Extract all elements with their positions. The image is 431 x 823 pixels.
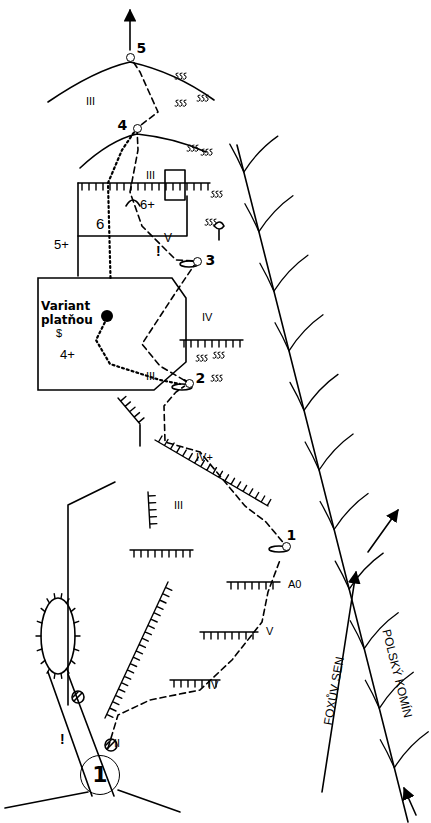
chimney-mark xyxy=(275,315,323,351)
grade-label: 6+ xyxy=(140,198,155,211)
route-line xyxy=(130,133,193,261)
grade-label: A0 xyxy=(288,579,301,590)
cliff-edge xyxy=(118,397,144,425)
chimney-mark xyxy=(245,196,293,232)
bolt-mark: $ xyxy=(56,328,62,339)
station-number: 2 xyxy=(196,370,206,386)
grass-mark xyxy=(205,219,216,225)
grade-label: II xyxy=(114,738,120,749)
chimney-mark xyxy=(380,732,428,768)
chimney-mark xyxy=(260,255,308,291)
cliff-edge xyxy=(78,183,210,190)
cliff-edge xyxy=(130,550,193,557)
grade-label: III xyxy=(146,170,155,181)
route-line xyxy=(164,386,282,541)
cliff-edge xyxy=(148,492,157,528)
chimney-mark xyxy=(290,374,338,410)
grade-label: IV xyxy=(202,312,212,323)
grade-label: 4+ xyxy=(60,348,75,361)
grass-mark xyxy=(175,100,186,106)
station-number: 1 xyxy=(92,762,107,787)
belay-station: 5 xyxy=(126,53,135,62)
cliff-edge xyxy=(227,582,280,589)
grass-mark xyxy=(201,149,212,155)
variant-polygon xyxy=(38,278,186,390)
cliff-edge xyxy=(180,340,243,347)
grade-label: IV+ xyxy=(196,452,213,463)
warning-mark: ! xyxy=(156,244,161,258)
grade-label: V xyxy=(266,626,273,637)
station-number: 5 xyxy=(137,40,147,56)
route-number-circle: 1 xyxy=(80,755,120,795)
belay-station: 3 xyxy=(193,257,202,266)
grade-label: 5+ xyxy=(54,238,69,251)
belay-station: 1 xyxy=(282,542,291,551)
grass-mark xyxy=(211,191,222,197)
route-line xyxy=(133,62,158,125)
chimney-mark xyxy=(305,434,353,470)
grass-mark xyxy=(213,352,224,358)
cliff-edge xyxy=(155,436,271,506)
belay-station: 2 xyxy=(185,379,194,388)
grass-mark xyxy=(175,73,186,79)
grade-label: III xyxy=(86,96,95,107)
route-name: POLSKÝ KOMÍN xyxy=(380,628,414,719)
grade-label: V xyxy=(164,232,172,244)
station-number: 4 xyxy=(118,117,128,133)
cliff-edge xyxy=(200,632,258,639)
chimney-mark xyxy=(230,136,278,172)
chimney-mark xyxy=(320,494,368,530)
cliff-edge xyxy=(105,582,172,718)
route-name: FOXŮV SEN xyxy=(322,656,346,726)
station-number: 3 xyxy=(206,252,216,268)
route-line xyxy=(108,133,134,279)
grass-mark xyxy=(197,95,208,101)
grass-mark xyxy=(211,375,222,381)
variant-title: Variant platňou xyxy=(41,300,105,328)
grass-mark xyxy=(187,145,198,151)
grass-mark xyxy=(196,355,207,361)
grade-label: 6 xyxy=(96,216,104,231)
warning-mark: ! xyxy=(60,732,65,746)
grade-label: IV xyxy=(208,680,218,691)
station-number: 1 xyxy=(287,527,297,543)
grade-label: III xyxy=(146,371,155,382)
grade-label: III xyxy=(174,500,183,511)
chimney-mark xyxy=(335,553,383,589)
belay-station: 4 xyxy=(133,124,142,133)
pillar-ticks xyxy=(36,594,80,679)
